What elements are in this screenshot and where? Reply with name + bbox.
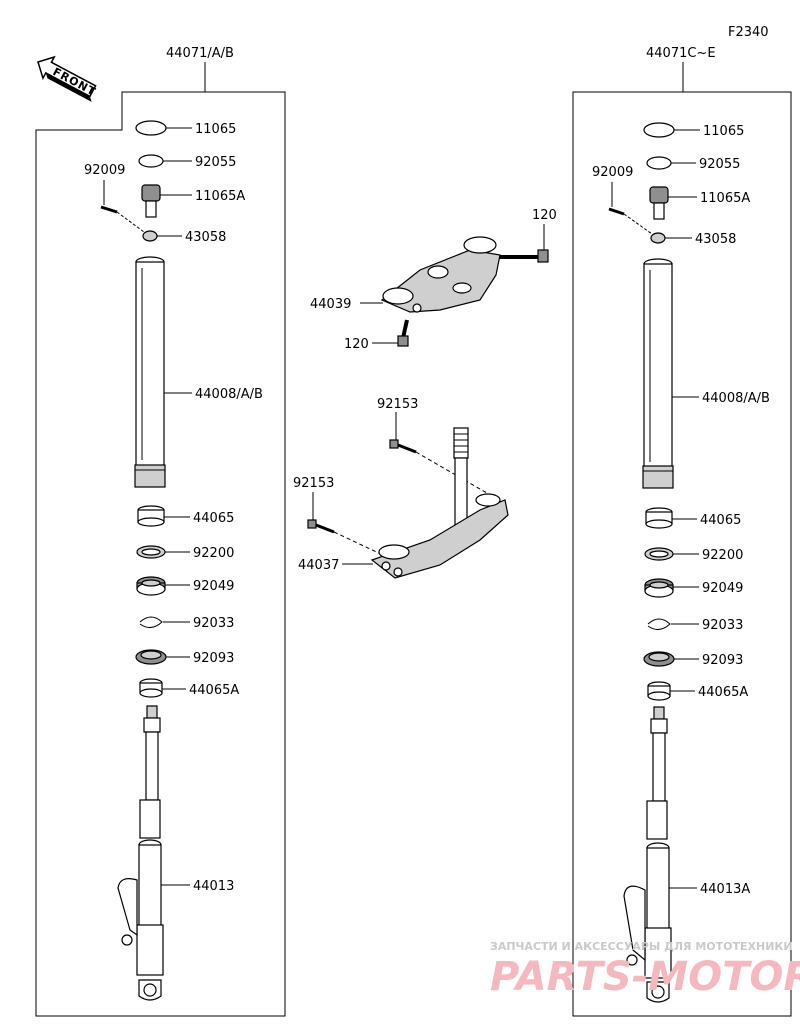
left-label-43058: 43058 xyxy=(185,230,226,245)
outer-tube-44013-shape xyxy=(117,705,164,1001)
right-label-11065A: 11065A xyxy=(700,191,750,206)
dust-seal-92093-shape xyxy=(643,651,675,667)
left-label-92200: 92200 xyxy=(193,546,234,561)
right-label-92049: 92049 xyxy=(702,581,743,596)
right-label-44013A: 44013A xyxy=(700,882,750,897)
left-fork-assembly: 44071/A/B 11065 92055 11065A 92009 43058 xyxy=(35,46,286,1017)
right-label-44065: 44065 xyxy=(700,513,741,528)
screw-92009-shape xyxy=(608,207,625,216)
dust-seal-92093-shape xyxy=(135,649,167,665)
right-fork-assembly: 44071C~E 11065 92055 11065A 92009 43058 … xyxy=(572,46,792,1017)
bushing-44065-shape xyxy=(137,505,165,527)
label-44039: 44039 xyxy=(310,297,351,312)
right-label-44065A: 44065A xyxy=(698,685,748,700)
left-label-44065A: 44065A xyxy=(189,683,239,698)
label-120-top: 120 xyxy=(532,208,557,223)
watermark: ЗАПЧАСТИ И АКСЕССУАРЫ ДЛЯ МОТОТЕХНИКИ PA… xyxy=(490,940,800,1000)
left-label-44065: 44065 xyxy=(193,511,234,526)
label-44037: 44037 xyxy=(298,558,339,573)
fork-tube-44008-shape xyxy=(134,256,166,488)
right-label-92093: 92093 xyxy=(702,653,743,668)
bolt-92153-bottom-shape xyxy=(307,519,335,534)
oring-92055-shape xyxy=(646,156,672,170)
right-label-92009: 92009 xyxy=(592,165,633,180)
circlip-92033-shape xyxy=(139,616,163,628)
screw-92009-shape xyxy=(100,205,118,214)
label-120-bottom: 120 xyxy=(344,337,369,352)
watermark-line2: PARTS-MOTOR.RU xyxy=(490,954,800,1000)
left-label-11065: 11065 xyxy=(195,122,236,137)
right-label-43058: 43058 xyxy=(695,232,736,247)
stem-44037-shape xyxy=(370,427,509,579)
bolt-120-top-shape xyxy=(496,249,549,263)
watermark-line1: ЗАПЧАСТИ И АКСЕССУАРЫ ДЛЯ МОТОТЕХНИКИ xyxy=(490,940,793,953)
bushing-44065-shape xyxy=(645,507,673,529)
left-label-92033: 92033 xyxy=(193,616,234,631)
right-label-11065: 11065 xyxy=(703,124,744,139)
bolt-11065A-shape xyxy=(141,184,161,218)
left-assembly-label: 44071/A/B xyxy=(166,46,234,61)
cap-11065-shape xyxy=(643,122,675,138)
left-label-44013: 44013 xyxy=(193,879,234,894)
left-label-92049: 92049 xyxy=(193,579,234,594)
bushing-44065A-shape xyxy=(139,678,163,698)
left-label-11065A: 11065A xyxy=(195,189,245,204)
seal-92049-shape xyxy=(136,576,166,596)
washer-43058-shape xyxy=(650,232,666,244)
bolt-92153-top-shape xyxy=(389,439,417,454)
front-arrow-icon: FRONT xyxy=(37,55,98,102)
left-label-92093: 92093 xyxy=(193,651,234,666)
cap-11065-shape xyxy=(135,120,167,136)
right-label-92200: 92200 xyxy=(702,548,743,563)
circlip-92033-shape xyxy=(647,618,671,630)
right-label-92055: 92055 xyxy=(699,157,740,172)
washer-43058-shape xyxy=(142,230,158,242)
outer-tube-44013A-shape xyxy=(623,706,672,1003)
lower-bracket-assembly: 92153 92153 44037 xyxy=(293,397,509,579)
right-label-44008: 44008/A/B xyxy=(702,391,770,406)
label-92153-bottom: 92153 xyxy=(293,476,334,491)
bushing-44065A-shape xyxy=(647,681,671,701)
right-assembly-label: 44071C~E xyxy=(646,46,716,61)
upper-bracket-44039-shape xyxy=(380,236,501,313)
seal-92049-shape xyxy=(644,578,674,598)
bolt-120-bottom-shape xyxy=(397,319,409,347)
left-label-92055: 92055 xyxy=(195,155,236,170)
left-label-44008: 44008/A/B xyxy=(195,387,263,402)
oring-92055-shape xyxy=(138,154,164,168)
left-label-92009: 92009 xyxy=(84,163,125,178)
bolt-11065A-shape xyxy=(649,186,669,220)
figure-code: F2340 xyxy=(728,25,769,40)
upper-bracket-assembly: 120 44039 120 xyxy=(310,208,557,352)
right-label-92033: 92033 xyxy=(702,618,743,633)
fork-tube-44008-shape xyxy=(642,258,674,489)
label-92153-top: 92153 xyxy=(377,397,418,412)
